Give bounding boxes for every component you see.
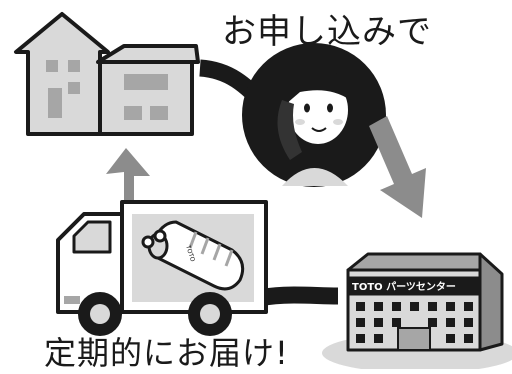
operator-woman-icon <box>242 43 386 187</box>
arrow-down-icon <box>369 116 426 218</box>
arrow-up-icon <box>106 148 150 200</box>
house-icon <box>14 12 200 136</box>
building-sign: TOTO パーツセンター <box>352 281 456 293</box>
caption-application: お申し込みで <box>222 12 432 52</box>
filter-cartridge-icon <box>141 220 245 291</box>
caption-regular-delivery: 定期的にお届け! <box>44 334 289 372</box>
building-windows <box>356 302 473 351</box>
